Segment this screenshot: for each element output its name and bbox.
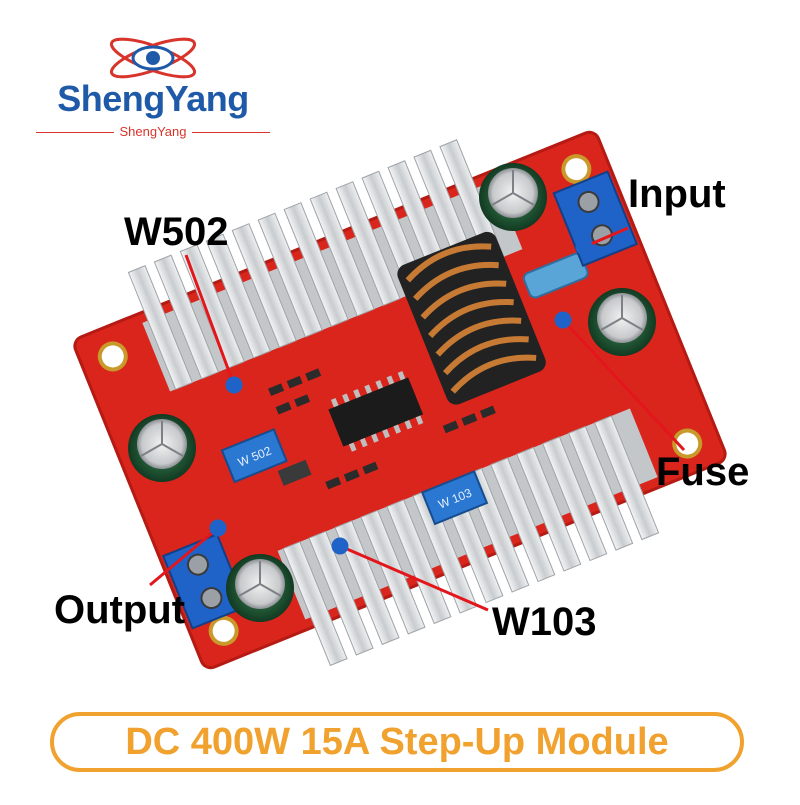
label-w103: W103: [492, 600, 597, 644]
capacitor: [128, 414, 196, 482]
capacitor: [479, 163, 547, 231]
capacitor: [588, 288, 656, 356]
brand-eye-icon: [109, 37, 197, 79]
potentiometer-w103: W 103: [420, 470, 489, 526]
control-ic: [328, 377, 424, 447]
brand-logo: ShengYang ShengYang: [28, 32, 278, 147]
heatsink-top: [127, 139, 523, 392]
callout-pointers: [149, 226, 686, 612]
label-input: Input: [628, 172, 726, 216]
label-output: Output: [54, 588, 186, 632]
label-fuse: Fuse: [656, 450, 750, 494]
brand-rule-right: [192, 132, 270, 133]
product-caption: DC 400W 15A Step-Up Module: [50, 712, 744, 772]
label-w502: W502: [124, 210, 229, 254]
caption-text: DC 400W 15A Step-Up Module: [125, 720, 669, 763]
mounting-hole: [672, 428, 703, 459]
capacitor: [226, 554, 294, 622]
brand-name: ShengYang: [57, 78, 249, 119]
smd-components: [268, 368, 496, 490]
brand-tagline: ShengYang: [119, 124, 187, 139]
toroid-inductor: [397, 231, 546, 405]
mounting-hole: [97, 341, 128, 372]
potentiometer-w502: W 502: [220, 428, 288, 484]
input-terminal: [552, 170, 639, 267]
brand-rule-left: [36, 132, 114, 133]
